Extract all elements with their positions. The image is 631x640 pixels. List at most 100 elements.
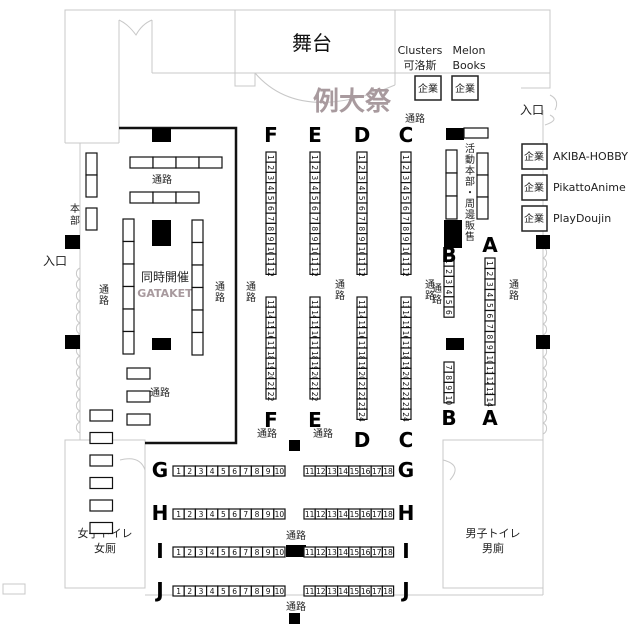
gataket-booth[interactable]: [122, 218, 135, 243]
booth-number: 8: [444, 375, 453, 380]
gataket-booth[interactable]: [129, 191, 154, 204]
booth-C-12[interactable]: [400, 263, 412, 276]
booth-number: 17: [310, 341, 319, 351]
aisle-label: 通路: [215, 281, 225, 304]
activity-hq-booth[interactable]: [445, 172, 458, 197]
gataket-booth[interactable]: [122, 308, 135, 333]
activity-hq-booth[interactable]: [463, 127, 489, 139]
gataket-booth[interactable]: [191, 241, 204, 266]
booth-F-22[interactable]: [265, 388, 277, 400]
booth-number: 8: [485, 335, 494, 340]
booth-number: 13: [266, 300, 275, 310]
booth-number: 11: [305, 587, 315, 596]
booth-A-14[interactable]: [484, 393, 496, 406]
corporate-booth-playdoujin[interactable]: 企業 PlayDoujin: [521, 205, 611, 232]
booth-G-18[interactable]: [381, 465, 395, 477]
booth-I-18[interactable]: [381, 546, 395, 558]
booth-H-10[interactable]: [273, 508, 286, 520]
booth-B-6[interactable]: [443, 306, 455, 318]
booth-E-22[interactable]: [309, 388, 321, 400]
hq-booth[interactable]: [85, 207, 98, 231]
booth-number: 2: [187, 467, 192, 476]
gataket-booth[interactable]: [89, 499, 114, 512]
aisle-label: 通路: [432, 283, 442, 306]
gataket-booth[interactable]: [152, 191, 177, 204]
pillar: [536, 235, 550, 249]
gataket-booth[interactable]: [122, 285, 135, 310]
booth-number: 13: [357, 300, 366, 310]
gataket-booth[interactable]: [152, 156, 177, 169]
gataket-booth[interactable]: [129, 156, 154, 169]
booth-number: 1: [176, 587, 181, 596]
aisle-label: 通路: [152, 173, 172, 186]
booth-number: 12: [310, 267, 319, 277]
gataket-booth[interactable]: [191, 309, 204, 334]
row-letter: B: [441, 406, 456, 430]
corp-name: PlayDoujin: [553, 212, 611, 225]
booth-B-10[interactable]: [443, 392, 455, 404]
booth-number: 15: [350, 548, 360, 557]
booth-J-18[interactable]: [381, 585, 395, 597]
booth-number: 9: [266, 510, 271, 519]
activity-hq-booth[interactable]: [445, 149, 458, 174]
booth-number: 6: [310, 206, 319, 211]
corporate-booth-melonbooks[interactable]: Melon Books 企業: [451, 44, 486, 101]
activity-hq-booth[interactable]: [445, 195, 458, 220]
merch-booth[interactable]: [476, 174, 489, 198]
booth-D-24[interactable]: [356, 408, 368, 421]
gataket-booth[interactable]: [122, 240, 135, 265]
hq-booth[interactable]: [85, 174, 98, 198]
gataket-booth[interactable]: [89, 409, 114, 422]
booth-number: 13: [327, 510, 337, 519]
gataket-booth[interactable]: [89, 431, 114, 445]
gataket-booth[interactable]: [175, 156, 200, 169]
aisle-label: 通路: [405, 112, 425, 125]
hq-booth[interactable]: [85, 152, 98, 176]
gataket-booth[interactable]: [126, 413, 151, 426]
booth-number: 9: [357, 237, 366, 242]
booth-I-10[interactable]: [273, 546, 286, 558]
booth-number: 15: [350, 587, 360, 596]
door-arc: [75, 399, 81, 412]
booth-G-10[interactable]: [273, 465, 286, 477]
gataket-booth[interactable]: [122, 263, 135, 288]
gataket-booth[interactable]: [191, 286, 204, 311]
gataket-booth[interactable]: [175, 191, 200, 204]
merch-booth[interactable]: [476, 152, 489, 176]
event-watermark: 例大祭: [313, 87, 392, 117]
booth-number: 4: [210, 510, 215, 519]
booth-number: 7: [357, 216, 366, 221]
booth-number: 6: [444, 310, 453, 315]
gataket-booth[interactable]: [89, 454, 114, 467]
booth-number: 18: [383, 548, 393, 557]
men-restroom-label: 男子トイレ: [466, 527, 521, 540]
booth-number: 15: [310, 320, 319, 330]
gataket-booth[interactable]: [191, 219, 204, 244]
gataket-booth[interactable]: [89, 521, 114, 535]
gataket-booth[interactable]: [198, 156, 223, 169]
gataket-booth[interactable]: [191, 264, 204, 289]
booth-number: 17: [372, 467, 382, 476]
gataket-booth[interactable]: [191, 331, 204, 356]
booth-H-18[interactable]: [381, 508, 395, 520]
corporate-booth-clusters[interactable]: Clusters 可洛斯 企業: [398, 44, 443, 101]
booth-E-12[interactable]: [309, 263, 321, 276]
corp-name-line1: Melon: [452, 44, 485, 57]
gataket-booth[interactable]: [126, 367, 151, 380]
booth-C-24[interactable]: [400, 408, 412, 421]
entrance-top-right: 入口: [520, 103, 544, 117]
gataket-booth[interactable]: [122, 330, 135, 355]
booth-row-D: 123456789101112131415161718192021222324D…: [354, 123, 371, 452]
gataket-booth[interactable]: [89, 476, 114, 490]
booth-number: 8: [310, 226, 319, 231]
booth-number: 6: [401, 206, 410, 211]
booth-J-10[interactable]: [273, 585, 286, 597]
merch-booth[interactable]: [476, 196, 489, 220]
gataket-booth[interactable]: [126, 390, 151, 403]
booth-F-12[interactable]: [265, 263, 277, 276]
booth-D-12[interactable]: [356, 263, 368, 276]
corp-badge: 企業: [524, 212, 544, 225]
